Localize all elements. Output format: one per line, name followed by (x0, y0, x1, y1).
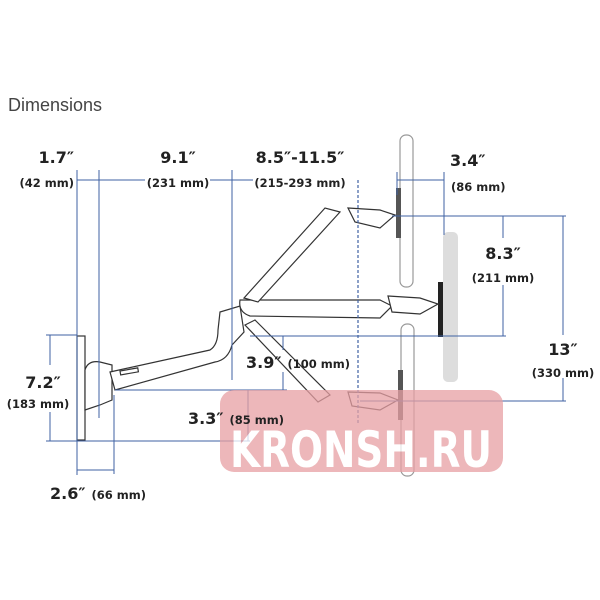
label-mount-depth-mm: (66 mm) (92, 488, 147, 502)
label-arm-height-mm: (85 mm) (230, 413, 285, 427)
label-arm-height-group: 3.3″ (85 mm) (188, 409, 284, 428)
watermark-background (220, 390, 503, 472)
label-lower-drop: 3.9″ (246, 353, 282, 372)
monitor-neutral (443, 232, 458, 382)
label-mount-depth: 2.6″ (50, 484, 86, 503)
label-wall-plate-height: 7.2″ (25, 373, 61, 392)
dimension-lines (46, 170, 566, 475)
diagram-title: Dimensions (8, 95, 102, 115)
monitor-raised (399, 134, 414, 288)
watermark: KRONSH.RU (220, 390, 503, 479)
label-mount-depth-group: 2.6″ (66 mm) (50, 484, 146, 503)
label-total-lift-mm: (330 mm) (532, 366, 595, 380)
label-wall-plate-height-mm: (183 mm) (7, 397, 70, 411)
label-monitor-depth: 3.4″ (450, 151, 486, 170)
label-upper-lift: 8.3″ (485, 244, 521, 263)
upper-arm-raised (242, 207, 342, 303)
tilt-head-neutral (387, 295, 440, 315)
arm-slot (119, 367, 140, 376)
vesa-plate-neutral (438, 282, 443, 337)
vesa-plate-raised (396, 188, 401, 238)
watermark-text: KRONSH.RU (230, 421, 492, 479)
tilt-head-raised (346, 207, 397, 229)
label-arm-height: 3.3″ (188, 409, 224, 428)
label-first-arm: 9.1″ (160, 148, 196, 167)
label-wall-offset: 1.7″ (39, 148, 75, 167)
label-upper-lift-mm: (211 mm) (472, 271, 535, 285)
label-total-lift: 13″ (548, 340, 577, 359)
label-lower-drop-group: 3.9″ (100 mm) (246, 353, 350, 372)
dimension-labels: 1.7″ (42 mm) 9.1″ (231 mm) 8.5″-11.5″ (2… (7, 148, 595, 503)
label-first-arm-mm: (231 mm) (147, 176, 210, 190)
label-monitor-depth-mm: (86 mm) (451, 180, 506, 194)
label-second-arm: 8.5″-11.5″ (256, 148, 345, 167)
lower-arm (109, 305, 245, 391)
label-second-arm-mm: (215-293 mm) (254, 176, 345, 190)
label-lower-drop-mm: (100 mm) (288, 357, 351, 371)
label-wall-offset-mm: (42 mm) (20, 176, 75, 190)
wall-plate (76, 335, 86, 441)
upper-arm-neutral (239, 299, 394, 319)
